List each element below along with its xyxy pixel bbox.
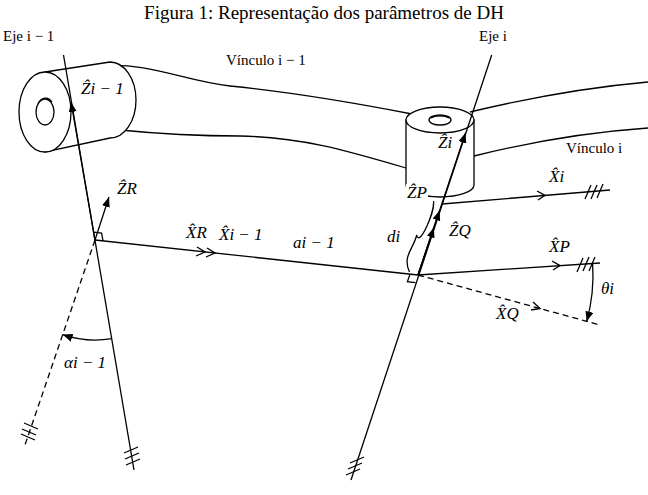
- open-arrowhead: [552, 261, 560, 270]
- z-axis-arrow: [95, 197, 109, 240]
- joint-hole-rim: [38, 98, 52, 104]
- joint-hole: [429, 115, 451, 125]
- figure-title: Figura 1: Representação dos parâmetros d…: [0, 2, 648, 24]
- link-edge: [470, 82, 648, 112]
- frame-symbol: Ẑi − 1: [80, 80, 125, 99]
- angle-arc: [63, 335, 112, 340]
- z-axis-arrow: [418, 228, 434, 275]
- common-normal: [95, 240, 418, 275]
- link-name: Vínculo i: [565, 140, 623, 157]
- joint-hole: [36, 99, 54, 125]
- projected-axis: [25, 240, 95, 445]
- link-fill: [470, 82, 648, 156]
- frame-symbol: X̂i: [548, 168, 565, 187]
- joint-axis: [64, 55, 135, 470]
- frame-symbol: X̂P: [548, 238, 571, 257]
- frame-symbol: ẐQ: [448, 222, 472, 241]
- frame-symbol: θi: [600, 280, 615, 299]
- open-arrowhead: [196, 247, 205, 256]
- link-edge: [474, 128, 648, 156]
- link-edge: [120, 130, 406, 168]
- right-angle-mark: [407, 274, 415, 283]
- joint-face: [19, 72, 71, 152]
- open-arrowhead: [531, 302, 540, 310]
- hash-mark: [21, 423, 38, 440]
- frame-symbol: ai − 1: [292, 234, 336, 253]
- frame-symbol: ẐR: [116, 180, 138, 199]
- axis-name: Eje i: [478, 28, 508, 45]
- x-axis: [442, 190, 610, 204]
- x-axis: [418, 263, 600, 275]
- frame-symbol: αi − 1: [63, 354, 107, 373]
- hash-mark: [124, 447, 140, 465]
- frame-symbol: X̂Q: [495, 305, 520, 324]
- link-name: Vínculo i − 1: [225, 52, 307, 69]
- z-axis-arrow: [418, 133, 466, 275]
- x-axis: [418, 275, 600, 325]
- frame-symbol: X̂i − 1: [218, 226, 264, 245]
- z-axis-arrow: [71, 102, 95, 240]
- joint-hole-rim: [431, 116, 449, 118]
- axis-name: Eje i − 1: [2, 28, 55, 45]
- frame-symbol: di: [386, 228, 401, 247]
- angle-arc: [587, 263, 593, 321]
- joint-axis: [351, 55, 492, 480]
- offset-brace: [407, 201, 434, 272]
- open-arrowhead: [537, 191, 545, 200]
- joint-face: [406, 107, 474, 133]
- hash-mark: [346, 457, 364, 475]
- link-edge: [100, 65, 412, 114]
- link-fill: [100, 65, 412, 168]
- open-arrowhead: [206, 248, 215, 257]
- frame-symbol: ẐP: [406, 184, 428, 203]
- frame-symbol: Ẑi: [437, 134, 453, 153]
- frame-symbol: X̂R: [185, 224, 208, 243]
